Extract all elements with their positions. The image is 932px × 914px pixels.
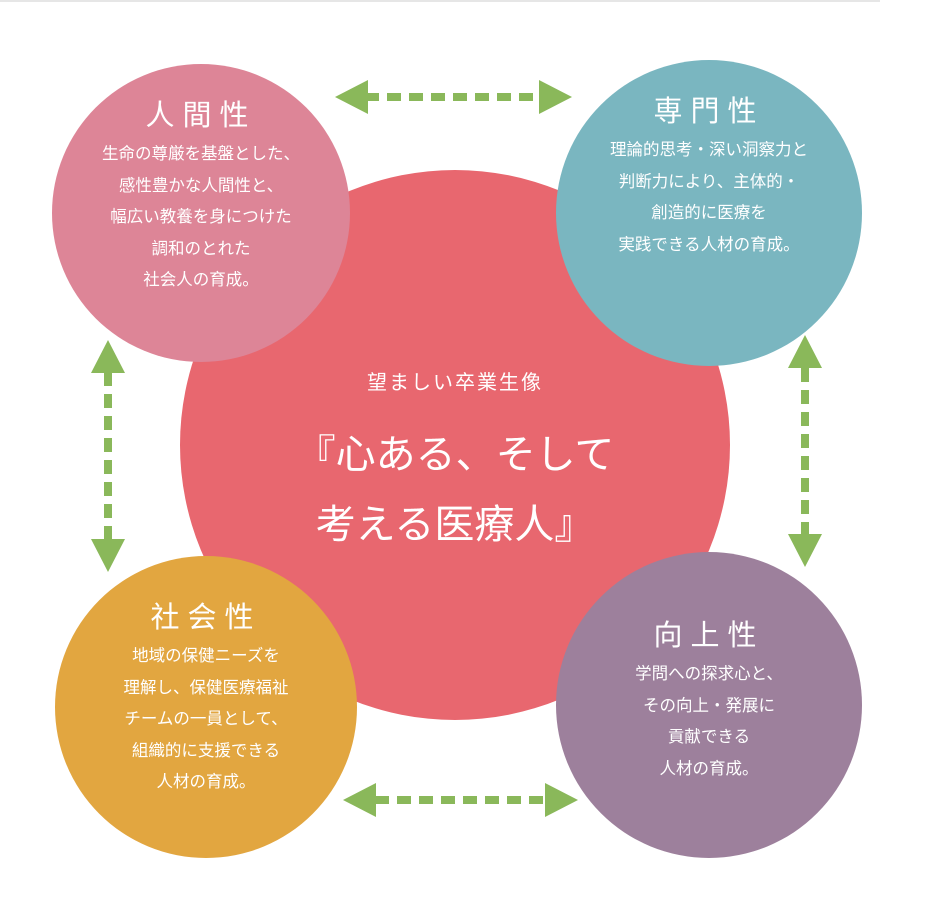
circle-improvement: 向上性 学問への探求心と、 その向上・発展に 貢献できる 人材の育成。 xyxy=(556,552,862,858)
description-line: 地域の保健ニーズを xyxy=(132,646,280,665)
description-line: その向上・発展に xyxy=(643,695,775,715)
arrowhead-down-icon xyxy=(91,539,125,572)
description-line: 創造的に医療を xyxy=(651,203,767,222)
description-line: 感性豊かな人間性と、 xyxy=(118,175,284,195)
center-motto-line1: 『心ある、そして xyxy=(295,432,615,478)
description-line: 生命の尊厳を基盤とした、 xyxy=(102,144,300,163)
circle-expertise: 専門性 理論的思考・深い洞察力と 判断力により、主体的・ 創造的に医療を 実践で… xyxy=(556,60,862,366)
description-line: 判断力により、主体的・ xyxy=(618,171,800,191)
circle-humanity: 人間性 生命の尊厳を基盤とした、 感性豊かな人間性と、 幅広い教養を身につけた … xyxy=(52,64,350,362)
circle-description: 生命の尊厳を基盤とした、 感性豊かな人間性と、 幅広い教養を身につけた 調和のと… xyxy=(52,138,350,296)
arrowhead-right-icon xyxy=(545,783,578,817)
description-line: 学問への探求心と、 xyxy=(635,664,783,683)
description-line: 人材の育成。 xyxy=(156,772,256,791)
description-line: 組織的に支援できる xyxy=(131,740,281,760)
center-motto-line2: 考える医療人』 xyxy=(315,502,595,548)
circle-description: 地域の保健ニーズを 理解し、保健医療福祉 チームの一員として、 組織的に支援でき… xyxy=(55,640,357,798)
description-line: 調和のとれた xyxy=(151,238,251,258)
circle-sociality: 社会性 地域の保健ニーズを 理解し、保健医療福祉 チームの一員として、 組織的に… xyxy=(55,556,357,858)
center-motto: 『心ある、そして 考える医療人』 xyxy=(180,420,730,560)
top-divider xyxy=(0,0,880,2)
arrowhead-up-icon xyxy=(788,335,822,368)
description-line: チームの一員として、 xyxy=(124,709,288,728)
arrowhead-up-icon xyxy=(91,340,125,373)
circle-title: 社会性 xyxy=(150,600,262,634)
double-arrow-top xyxy=(335,80,572,114)
description-line: 幅広い教養を身につけた xyxy=(110,207,292,226)
description-line: 実践できる人材の育成。 xyxy=(618,234,800,254)
circle-title: 向上性 xyxy=(653,618,765,652)
description-line: 社会人の育成。 xyxy=(143,270,259,289)
arrowhead-right-icon xyxy=(539,80,572,114)
center-subtitle: 望ましい卒業生像 xyxy=(367,370,543,394)
description-line: 貢献できる xyxy=(667,727,751,746)
circle-description: 理論的思考・深い洞察力と 判断力により、主体的・ 創造的に医療を 実践できる人材… xyxy=(556,134,862,260)
description-line: 理解し、保健医療福祉 xyxy=(123,677,289,697)
arrowhead-left-icon xyxy=(343,783,376,817)
double-arrow-left xyxy=(91,340,125,572)
double-arrow-bottom xyxy=(343,783,578,817)
double-arrow-right xyxy=(788,335,822,567)
description-line: 理論的思考・深い洞察力と xyxy=(610,140,808,159)
description-line: 人材の育成。 xyxy=(659,758,759,778)
circle-title: 専門性 xyxy=(653,94,765,128)
circle-description: 学問への探求心と、 その向上・発展に 貢献できる 人材の育成。 xyxy=(556,658,862,784)
arrowhead-down-icon xyxy=(788,534,822,567)
circle-title: 人間性 xyxy=(145,98,257,132)
arrowhead-left-icon xyxy=(335,80,368,114)
